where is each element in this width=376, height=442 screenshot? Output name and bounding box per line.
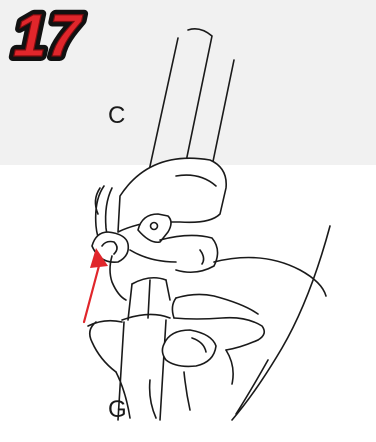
step-number-badge: 17 17 (6, 0, 116, 66)
label-g: G (108, 398, 127, 422)
step-number: 17 (7, 2, 88, 66)
label-c: C (108, 104, 125, 128)
